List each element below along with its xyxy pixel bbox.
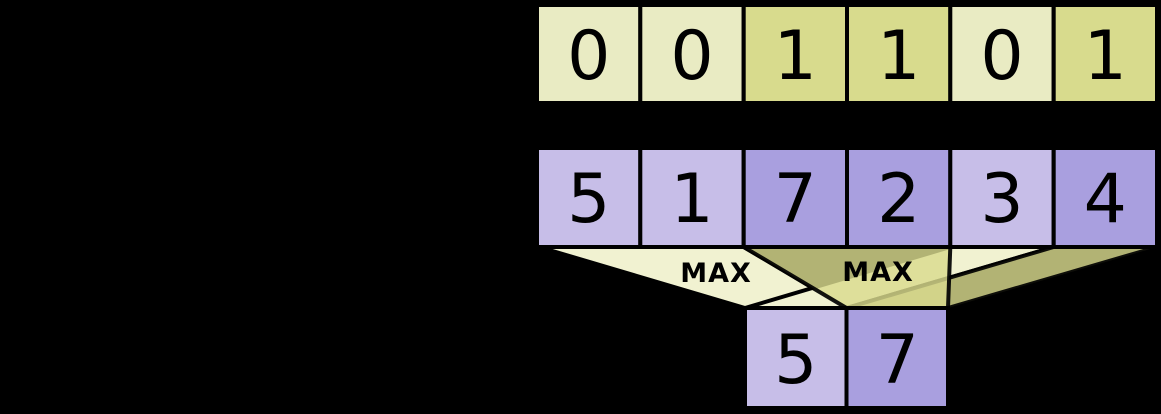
input-value-4: 3 bbox=[980, 160, 1023, 239]
mask-value-3: 1 bbox=[877, 17, 920, 96]
input-value-5: 4 bbox=[1084, 160, 1127, 239]
mask-value-5: 1 bbox=[1084, 17, 1127, 96]
mask-value-2: 1 bbox=[774, 17, 817, 96]
input-cell-5 bbox=[1051, 146, 1159, 249]
max-funnels: MAX MAX bbox=[537, 245, 1159, 310]
output-value-0: 5 bbox=[774, 321, 817, 400]
input-cell-4 bbox=[948, 146, 1056, 249]
mask-cell-2 bbox=[741, 3, 850, 105]
input-value-2: 7 bbox=[774, 160, 817, 239]
mask-cell-1 bbox=[638, 3, 746, 105]
output-vector: 5 7 bbox=[743, 306, 950, 410]
mask-cell-4 bbox=[948, 3, 1056, 105]
input-cell-3 bbox=[845, 146, 953, 249]
mask-cell-0 bbox=[535, 3, 643, 105]
input-value-0: 5 bbox=[567, 160, 610, 239]
mask-value-1: 0 bbox=[670, 17, 713, 96]
input-cell-2 bbox=[741, 146, 850, 249]
max-label-left: MAX bbox=[680, 258, 752, 289]
output-cell-1 bbox=[844, 306, 950, 410]
mask-vector: 0 0 1 1 0 1 bbox=[535, 3, 1159, 105]
input-vector: 5 1 7 2 3 4 bbox=[535, 146, 1159, 249]
mask-value-4: 0 bbox=[980, 17, 1023, 96]
max-label-right: MAX bbox=[842, 257, 914, 288]
output-value-1: 7 bbox=[876, 321, 919, 400]
mask-cell-5 bbox=[1051, 3, 1159, 105]
input-value-3: 2 bbox=[877, 160, 920, 239]
input-value-1: 1 bbox=[670, 160, 713, 239]
mask-value-0: 0 bbox=[567, 17, 610, 96]
